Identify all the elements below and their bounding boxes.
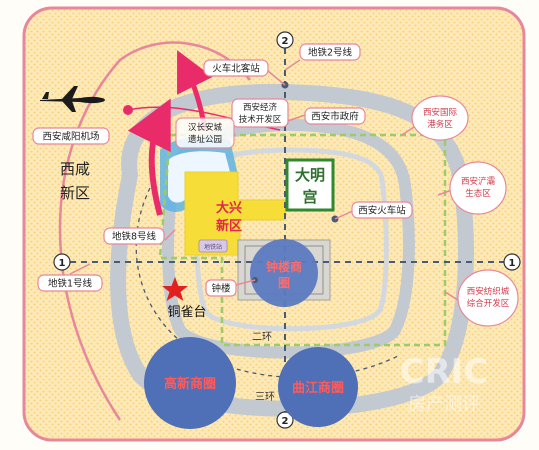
line2-label: 地铁2号线 (308, 47, 353, 59)
second-ring-road (162, 118, 415, 359)
label-box-city-gov: 西安市政府 (304, 107, 366, 125)
label-box-airport: 西安咸阳机场 (32, 127, 110, 145)
label-box-line8: 地铁8号线 (103, 227, 165, 245)
hanchangan-label-line2: 遗址公园 (188, 134, 222, 145)
first-ring-road (193, 147, 389, 332)
gaoxin-district-circle (144, 337, 236, 429)
label-box-port-zone: 西安国际 港务区 (411, 95, 469, 141)
daxing-new-area-zone (184, 171, 286, 256)
fangzhi-label-line2: 综合开发区 (467, 298, 510, 309)
xixian-label-line2: 新区 (60, 184, 90, 202)
daming-palace-box (285, 158, 335, 212)
tongquetai-label: 铜雀台 (167, 305, 206, 320)
line-1-west-marker (53, 253, 71, 271)
label-box-fangzhi: 西安纺织城 综合开发区 (457, 269, 519, 327)
daxing-label-line2: 新区 (216, 218, 242, 234)
tongquetai-star-icon (162, 277, 188, 301)
subway-station-small (198, 239, 228, 253)
north-station-label: 火车北客站 (212, 63, 260, 75)
label-box-econ-zone: 西安经济 技术开发区 (231, 98, 289, 128)
port-zone-label-line1: 西安国际 (423, 107, 458, 118)
econ-zone-label-line1: 西安经济 (243, 102, 278, 113)
xixian-label: 西咸 新区 (60, 160, 90, 202)
bell-tower-district-line2: 圈 (278, 275, 290, 290)
bell-tower-label: 钟楼 (211, 283, 231, 295)
label-box-line1: 地铁1号线 (37, 274, 103, 292)
line-1-east-marker (503, 253, 521, 271)
label-box-bell-tower: 钟楼 (205, 279, 237, 297)
fangzhi-label-line1: 西安纺织城 (467, 286, 510, 297)
line-2-south-marker (276, 411, 294, 429)
line8-label: 地铁8号线 (112, 231, 157, 243)
label-box-xian-station: 西安火车站 (351, 201, 413, 219)
xian-station-label: 西安火车站 (358, 205, 406, 217)
chanba-label-line1: 西安浐灞 (461, 176, 496, 187)
second-ring-label: 二环 (252, 332, 272, 343)
label-box-hanchangan: 汉长安城 遗址公园 (175, 117, 235, 149)
watermark-sub: 房产测评 (408, 394, 480, 415)
daming-label-line2: 宫 (302, 188, 317, 206)
third-ring-label: 三环 (255, 392, 275, 403)
qujiang-district-circle (278, 347, 358, 427)
tiny-station-text: 地铁站 (204, 243, 222, 251)
line-1-east-number: 1 (509, 258, 516, 269)
airport-label: 西安咸阳机场 (42, 131, 99, 143)
gaoxin-district-label: 高新商圈 (164, 376, 216, 392)
bell-tower-district-line1: 钟楼商 (266, 259, 302, 274)
chanba-label-line2: 生态区 (465, 188, 491, 199)
airport-dot (123, 105, 133, 115)
airplane-icon (40, 86, 105, 112)
pink-arrow-1 (127, 98, 171, 216)
port-zone-label-line2: 港务区 (427, 119, 453, 130)
line-2-south-number: 2 (282, 416, 289, 427)
xixian-label-line1: 西咸 (60, 160, 90, 178)
watermark-brand: CRIC (400, 352, 489, 392)
qujiang-district-label: 曲江商圈 (292, 380, 344, 396)
label-box-north-station: 火车北客站 (203, 59, 269, 77)
hanchangan-label-line1: 汉长安城 (188, 122, 223, 133)
city-gov-label: 西安市政府 (311, 111, 359, 123)
line-2-north-marker (276, 31, 294, 49)
line-2-north-number: 2 (282, 36, 289, 47)
label-box-line2: 地铁2号线 (299, 43, 361, 61)
line1-label: 地铁1号线 (48, 278, 93, 290)
bell-tower-district-circle (250, 239, 318, 307)
daming-label-line1: 大明 (295, 166, 325, 184)
label-box-chanba: 西安浐灞 生态区 (449, 161, 507, 215)
line-1-west-number: 1 (59, 258, 66, 269)
daxing-label-line1: 大兴 (216, 200, 242, 216)
econ-zone-label-line2: 技术开发区 (239, 114, 282, 125)
